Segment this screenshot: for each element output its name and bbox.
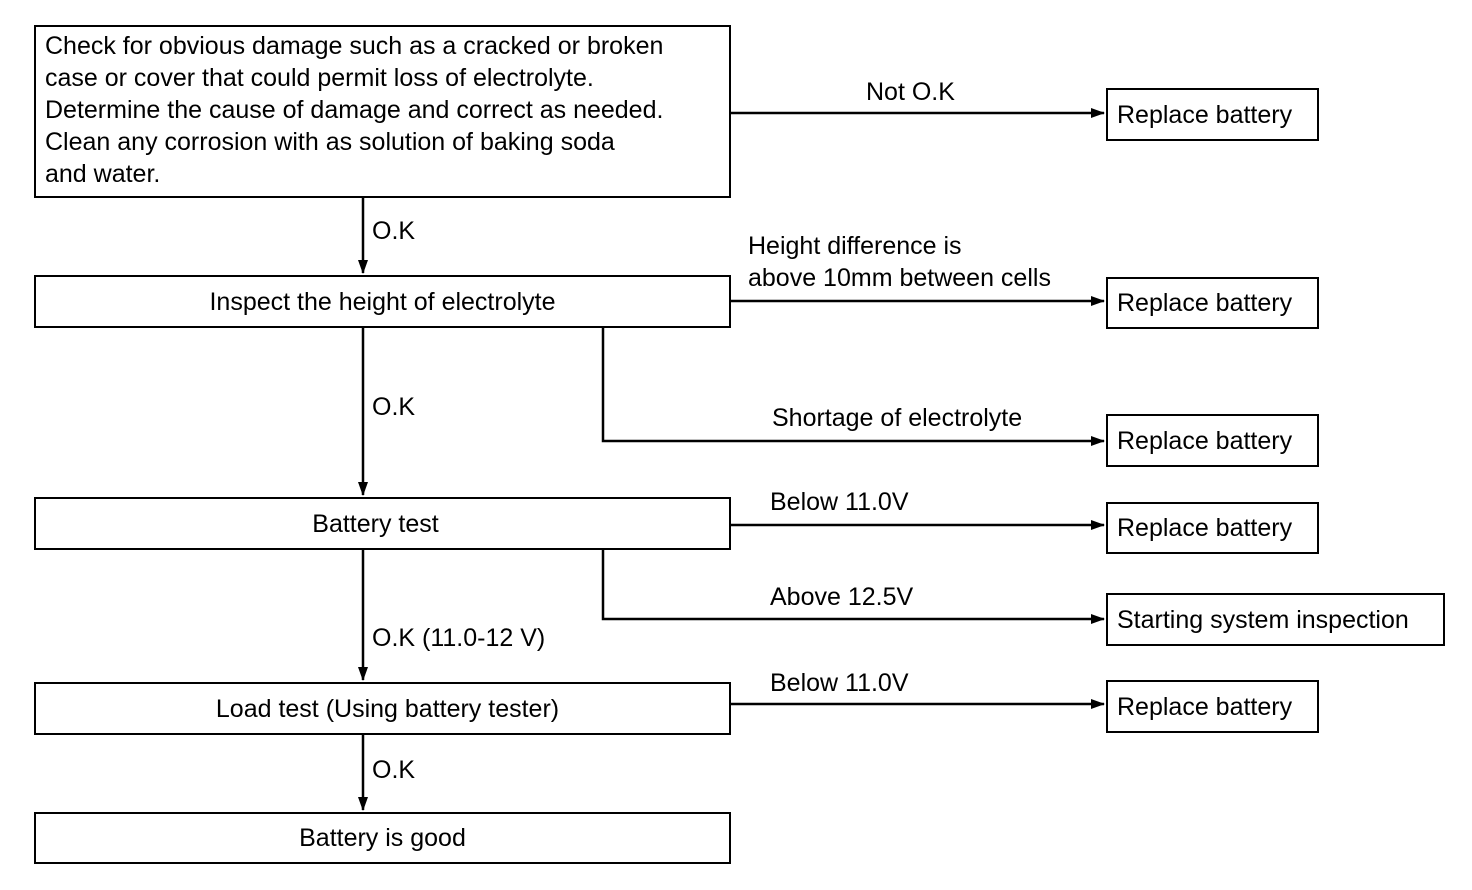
result-replace-battery-5-label: Replace battery (1117, 692, 1293, 721)
edge-label-ok-1: O.K (372, 217, 416, 245)
edge-label-ok-3: O.K (372, 756, 416, 784)
load-test-box: Load test (Using battery tester) (34, 682, 731, 735)
battery-test-label: Battery test (312, 509, 439, 538)
result-replace-battery-4: Replace battery (1106, 502, 1319, 554)
edge-label-height-difference-line-2: above 10mm between cells (748, 264, 1051, 292)
battery-test-box: Battery test (34, 497, 731, 550)
result-replace-battery-1: Replace battery (1106, 88, 1319, 141)
result-replace-battery-4-label: Replace battery (1117, 514, 1293, 542)
result-replace-battery-2: Replace battery (1106, 277, 1319, 329)
battery-good-box: Battery is good (34, 812, 731, 864)
result-replace-battery-3-label: Replace battery (1117, 426, 1293, 455)
edge-label-below-11-test: Below 11.0V (770, 488, 909, 516)
initial-check-line-2: case or cover that could permit loss of … (45, 64, 594, 92)
result-replace-battery-5: Replace battery (1106, 680, 1319, 733)
result-starting-system-label: Starting system inspection (1117, 605, 1409, 634)
edge-label-below-11-load: Below 11.0V (770, 669, 909, 697)
result-starting-system-inspection: Starting system inspection (1106, 593, 1445, 646)
arrow-shortage (601, 327, 1105, 446)
edge-label-not-ok: Not O.K (866, 78, 955, 106)
result-replace-battery-3: Replace battery (1106, 414, 1319, 467)
initial-check-line-4: Clean any corrosion with as solution of … (45, 128, 615, 156)
battery-good-label: Battery is good (299, 824, 466, 852)
inspect-height-box: Inspect the height of electrolyte (34, 275, 731, 328)
edge-label-above-12-5: Above 12.5V (770, 583, 914, 611)
initial-check-line-3: Determine the cause of damage and correc… (45, 96, 664, 124)
load-test-label: Load test (Using battery tester) (215, 694, 560, 723)
inspect-height-label: Inspect the height of electrolyte (209, 287, 556, 316)
result-replace-battery-1-label: Replace battery (1117, 100, 1293, 129)
initial-check-line-5: and water. (45, 160, 161, 188)
arrow-above-12-5 (601, 549, 1105, 624)
initial-check-box: Check for obvious damage such as a crack… (34, 25, 731, 198)
edge-label-ok-2: O.K (372, 393, 416, 421)
edge-label-shortage: Shortage of electrolyte (772, 404, 1023, 432)
result-replace-battery-2-label: Replace battery (1117, 289, 1293, 317)
edge-label-ok-range: O.K (11.0-12 V) (372, 624, 546, 652)
edge-label-height-difference-line-1: Height difference is (748, 232, 962, 260)
initial-check-line-1: Check for obvious damage such as a crack… (45, 32, 664, 60)
